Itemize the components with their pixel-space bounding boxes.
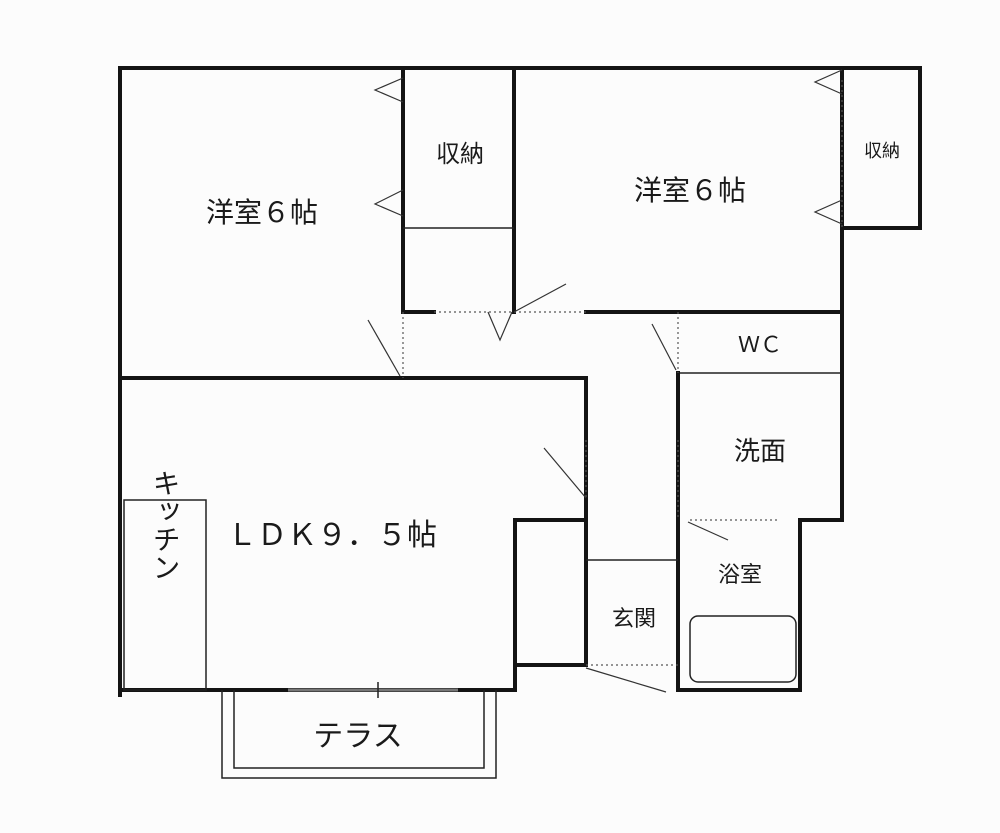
openings <box>402 80 843 666</box>
door-marks <box>367 69 843 693</box>
bathtub <box>689 615 797 683</box>
walls <box>118 66 922 697</box>
storage-right-label: 収納 <box>864 141 900 162</box>
wc-label: ＷＣ <box>738 333 782 358</box>
washroom-label: 洗面 <box>734 437 786 467</box>
kitchen-label: キッチン <box>149 469 182 581</box>
terrace-outline <box>221 690 497 779</box>
western-room-left-label: 洋室６帖 <box>206 196 318 229</box>
bathroom-label: 浴室 <box>718 563 762 588</box>
kitchen-counter <box>123 499 207 691</box>
room-labels: 洋室６帖 洋室６帖 収納 収納 ＷＣ 洗面 浴室 ＬＤＫ９．５帖 玄関 テラス … <box>149 140 901 754</box>
entrance-label: 玄関 <box>612 607 656 632</box>
terrace-label: テラス <box>313 719 402 754</box>
western-room-right-label: 洋室６帖 <box>634 174 746 207</box>
ldk-label: ＬＤＫ９．５帖 <box>227 518 437 553</box>
storage-left-label: 収納 <box>436 140 484 168</box>
